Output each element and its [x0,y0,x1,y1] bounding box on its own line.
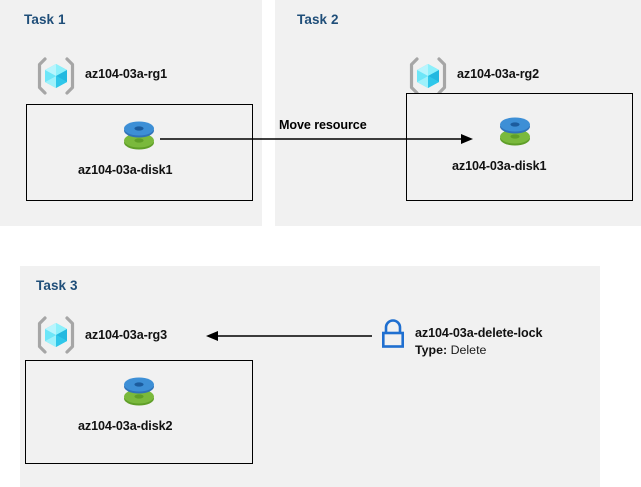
managed-disk-icon [494,110,536,152]
lock-type-prefix: Type: [415,343,448,357]
lock-label: az104-03a-delete-lock [415,326,543,340]
lock-type-value: Delete [450,343,487,357]
lock-icon [377,316,409,352]
task-3-resource-group-label: az104-03a-rg3 [85,328,168,342]
resource-group-icon [35,314,77,356]
managed-disk-icon [118,114,160,156]
task-1-title: Task 1 [24,12,66,27]
lock-type-row: Type: Delete [415,343,486,357]
resource-group-icon [35,55,77,97]
task-3-resource-label: az104-03a-disk2 [78,419,173,433]
task-2-resource-label: az104-03a-disk1 [452,159,547,173]
move-resource-arrow [160,128,480,150]
task-2-title: Task 2 [297,12,339,27]
task-1-resource-box [26,104,253,201]
resource-group-icon [407,55,449,97]
task-2-resource-group-label: az104-03a-rg2 [457,67,540,81]
task-1-resource-group-label: az104-03a-rg1 [85,67,168,81]
task-1-resource-label: az104-03a-disk1 [78,163,173,177]
move-resource-label: Move resource [279,118,367,132]
task-3-title: Task 3 [36,278,78,293]
managed-disk-icon [118,370,160,412]
task-3-resource-box [25,360,253,464]
task-2-resource-box [406,93,633,201]
lock-to-rg3-arrow [205,325,375,347]
